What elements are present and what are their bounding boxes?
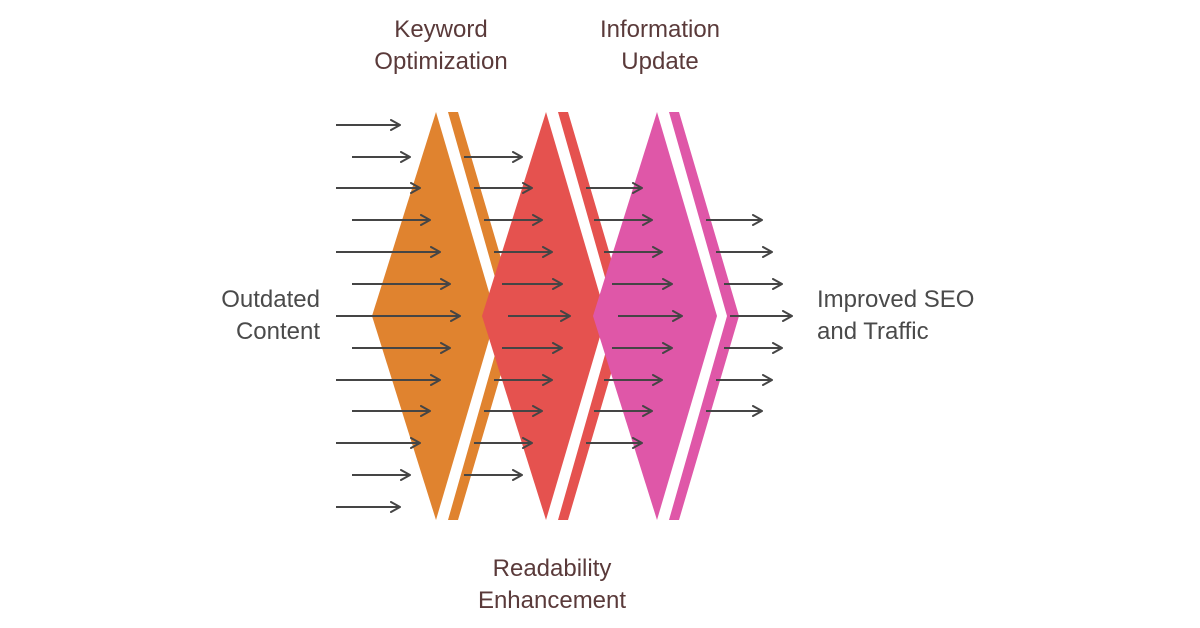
stage-readability-enhancement-label: Readability Enhancement bbox=[478, 553, 626, 617]
stage-1-arrows bbox=[464, 151, 571, 481]
stage-keyword-optimization-label: Keyword Optimization bbox=[374, 14, 507, 78]
stage-readability-enhancement-label-line-1: Readability bbox=[492, 555, 612, 582]
output-label-line-2: and Traffic bbox=[817, 318, 929, 345]
stage-information-update-label: Information Update bbox=[600, 14, 720, 78]
stage-information-update-label-line-1: Information bbox=[599, 16, 721, 43]
stage-2-arrows bbox=[586, 182, 683, 449]
stage-information-update-label-line-2: Update bbox=[621, 48, 699, 75]
stage-keyword-optimization-label-line-1: Keyword bbox=[394, 16, 488, 43]
output-label: Improved SEO and Traffic bbox=[817, 284, 974, 348]
output-arrows bbox=[706, 214, 793, 417]
input-label-line-2: Content bbox=[235, 318, 320, 345]
output-label-line-1: Improved SEO bbox=[817, 286, 975, 313]
input-label: Outdated Content bbox=[221, 284, 320, 348]
stage-keyword-optimization-label-line-2: Optimization bbox=[374, 48, 508, 75]
input-label-line-1: Outdated bbox=[221, 286, 320, 313]
input-arrows bbox=[336, 119, 461, 513]
stage-readability-enhancement-label-line-2: Enhancement bbox=[477, 587, 627, 614]
